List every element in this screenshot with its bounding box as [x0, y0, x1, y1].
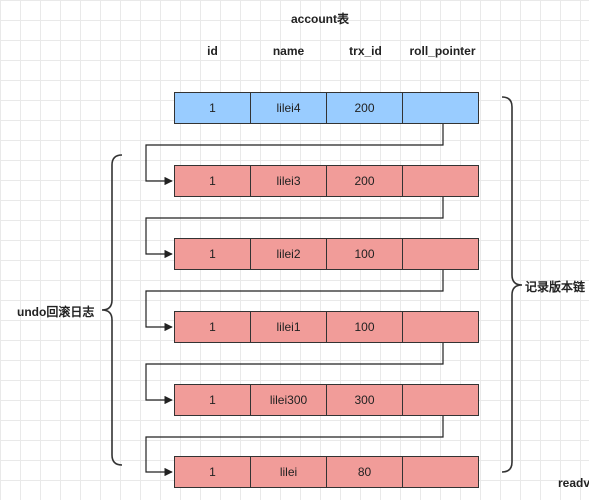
cell-roll-pointer: [402, 92, 479, 124]
column-header-id: id: [207, 44, 218, 58]
cell-id: 1: [174, 238, 251, 270]
diagram-title: account表: [290, 12, 349, 26]
roll-pointer-arrow: [145, 416, 444, 477]
corner-text: readv: [558, 476, 589, 490]
record-row: 1 lilei300 300: [174, 384, 482, 416]
record-row: 1 lilei4 200: [174, 92, 482, 124]
column-header-trx-id: trx_id: [349, 44, 382, 58]
version-chain-brace: [501, 96, 523, 473]
record-row: 1 lilei 80: [174, 456, 482, 488]
undo-log-label: undo回滚日志: [17, 305, 95, 319]
cell-id: 1: [174, 165, 251, 197]
cell-name: lilei4: [250, 92, 327, 124]
roll-pointer-arrow: [145, 270, 444, 332]
cell-trx-id: 100: [326, 311, 403, 343]
cell-roll-pointer: [402, 238, 479, 270]
cell-name: lilei2: [250, 238, 327, 270]
cell-roll-pointer: [402, 311, 479, 343]
cell-roll-pointer: [402, 384, 479, 416]
undo-log-brace: [101, 154, 123, 466]
roll-pointer-arrow: [145, 197, 444, 259]
record-row: 1 lilei3 200: [174, 165, 482, 197]
roll-pointer-arrow: [145, 124, 444, 186]
cell-roll-pointer: [402, 165, 479, 197]
column-header-name: name: [272, 44, 305, 58]
cell-id: 1: [174, 92, 251, 124]
cell-trx-id: 200: [326, 92, 403, 124]
cell-roll-pointer: [402, 456, 479, 488]
cell-trx-id: 200: [326, 165, 403, 197]
record-row: 1 lilei1 100: [174, 311, 482, 343]
version-chain-label: 记录版本链: [525, 280, 586, 294]
cell-id: 1: [174, 384, 251, 416]
cell-name: lilei1: [250, 311, 327, 343]
cell-name: lilei: [250, 456, 327, 488]
cell-trx-id: 100: [326, 238, 403, 270]
column-header-roll-pointer: roll_pointer: [409, 44, 476, 58]
roll-pointer-arrow: [145, 343, 444, 405]
cell-name: lilei300: [250, 384, 327, 416]
cell-name: lilei3: [250, 165, 327, 197]
cell-id: 1: [174, 311, 251, 343]
cell-id: 1: [174, 456, 251, 488]
record-row: 1 lilei2 100: [174, 238, 482, 270]
cell-trx-id: 80: [326, 456, 403, 488]
cell-trx-id: 300: [326, 384, 403, 416]
